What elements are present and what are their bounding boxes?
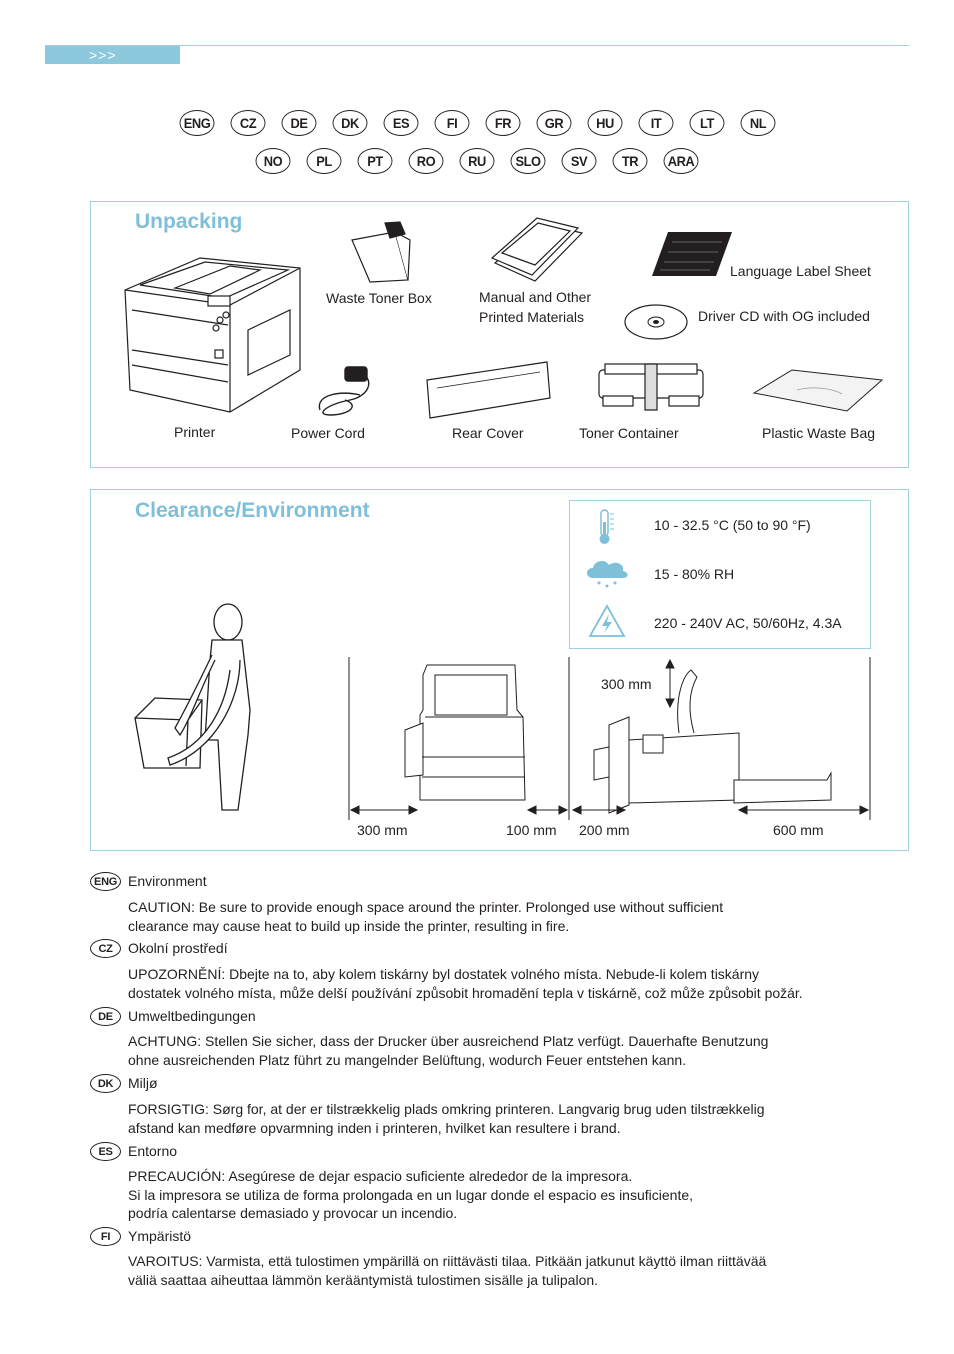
waste-toner-box-label: Waste Toner Box: [326, 290, 432, 306]
lang-badge-slo[interactable]: SLO: [510, 148, 546, 174]
manual-label-line1: Manual and Other: [479, 289, 592, 305]
driver-cd-illustration: [624, 304, 688, 340]
lang-badge: DE: [90, 1007, 121, 1026]
lang-badge-cz[interactable]: CZ: [230, 110, 265, 136]
section-title: Miljø: [128, 1075, 158, 1091]
lang-badge-pl[interactable]: PL: [306, 148, 342, 174]
person-carrying-printer-illustration: [134, 603, 251, 811]
lang-badge-no[interactable]: NO: [255, 148, 291, 174]
lang-badge-hu[interactable]: HU: [587, 110, 622, 136]
language-label-sheet-illustration: [652, 232, 732, 276]
section-body: FORSIGTIG: Sørg for, at der er tilstrækk…: [128, 1101, 765, 1136]
printer-label: Printer: [174, 424, 216, 440]
language-row-1: ENG CZ DE DK ES FI FR GR HU IT LT NL: [0, 110, 954, 136]
manual-label-line2: Printed Materials: [479, 309, 585, 325]
lang-badge: FI: [90, 1227, 121, 1246]
section-title: Ympäristö: [128, 1228, 192, 1244]
power-spec: 220 - 240V AC, 50/60Hz, 4.3A: [654, 615, 842, 631]
plastic-waste-bag-illustration: [752, 369, 884, 412]
lang-badge-fi[interactable]: FI: [434, 110, 469, 136]
lang-badge: CZ: [90, 939, 121, 958]
clearance-title: Clearance/Environment: [135, 499, 370, 522]
section-body: UPOZORNĚNÍ: Dbejte na to, aby kolem tisk…: [128, 966, 803, 1001]
section-title: Umweltbedingungen: [128, 1008, 256, 1024]
rear-cover-illustration: [426, 361, 551, 419]
clearance-panel: [90, 489, 909, 851]
clearance-side-diagram: [348, 657, 570, 820]
lang-badge-es[interactable]: ES: [383, 110, 418, 136]
lang-badge: ES: [90, 1142, 121, 1161]
unpacking-panel: [90, 201, 909, 468]
unpacking-title: Unpacking: [135, 210, 243, 233]
section-body: CAUTION: Be sure to provide enough space…: [128, 899, 724, 934]
lang-badge-de[interactable]: DE: [281, 110, 316, 136]
lang-badge-ara[interactable]: ARA: [663, 148, 699, 174]
plastic-waste-bag-label: Plastic Waste Bag: [762, 425, 876, 441]
right-clearance-label: 100 mm: [506, 822, 557, 838]
humidity-spec: 15 - 80% RH: [654, 566, 735, 582]
electrical-warning-icon: [588, 604, 626, 637]
power-cord-illustration: [318, 366, 370, 416]
lang-badge-gr[interactable]: GR: [536, 110, 571, 136]
section-title: Environment: [128, 873, 207, 889]
section-body: VAROITUS: Varmista, että tulostimen ympä…: [128, 1253, 767, 1288]
lang-badge-fr[interactable]: FR: [485, 110, 520, 136]
thermometer-icon: [599, 509, 614, 544]
lang-badge-nl[interactable]: NL: [740, 110, 775, 136]
top-clearance-label: 300 mm: [601, 676, 652, 692]
lang-badge-dk[interactable]: DK: [332, 110, 367, 136]
manual-illustration: [490, 217, 584, 282]
lang-badge-it[interactable]: IT: [638, 110, 673, 136]
top-rule: [45, 45, 909, 46]
lang-badge-tr[interactable]: TR: [612, 148, 648, 174]
rear-clearance-label: 200 mm: [579, 822, 630, 838]
lang-badge-ro[interactable]: RO: [408, 148, 444, 174]
humidity-icon: [587, 561, 628, 588]
driver-cd-label: Driver CD with OG included: [698, 308, 870, 324]
lang-badge: ENG: [90, 872, 121, 891]
toner-container-label: Toner Container: [579, 425, 679, 441]
lang-badge-sv[interactable]: SV: [561, 148, 597, 174]
lang-badge-eng[interactable]: ENG: [179, 110, 214, 136]
section-title: Okolní prostředí: [128, 940, 228, 956]
section-arrow-tab: >>>: [45, 46, 180, 64]
language-label-sheet-label: Language Label Sheet: [730, 263, 871, 279]
section-body: PRECAUCIÓN: Asegúrese de dejar espacio s…: [128, 1168, 694, 1221]
rear-cover-label: Rear Cover: [452, 425, 524, 441]
lang-badge-lt[interactable]: LT: [689, 110, 724, 136]
left-clearance-label: 300 mm: [357, 822, 408, 838]
section-title: Entorno: [128, 1143, 178, 1159]
lang-badge-pt[interactable]: PT: [357, 148, 393, 174]
section-body: ACHTUNG: Stellen Sie sicher, dass der Dr…: [128, 1033, 769, 1068]
temperature-spec: 10 - 32.5 °C (50 to 90 °F): [654, 517, 811, 533]
front-clearance-label: 600 mm: [773, 822, 824, 838]
lang-badge: DK: [90, 1074, 121, 1093]
clearance-top-diagram: [571, 657, 871, 820]
waste-toner-box-illustration: [351, 221, 411, 283]
printer-illustration: [124, 257, 301, 413]
lang-badge-ru[interactable]: RU: [459, 148, 495, 174]
toner-container-illustration: [598, 363, 704, 411]
language-row-2: NO PL PT RO RU SLO SV TR ARA: [0, 148, 954, 174]
power-cord-label: Power Cord: [291, 425, 365, 441]
